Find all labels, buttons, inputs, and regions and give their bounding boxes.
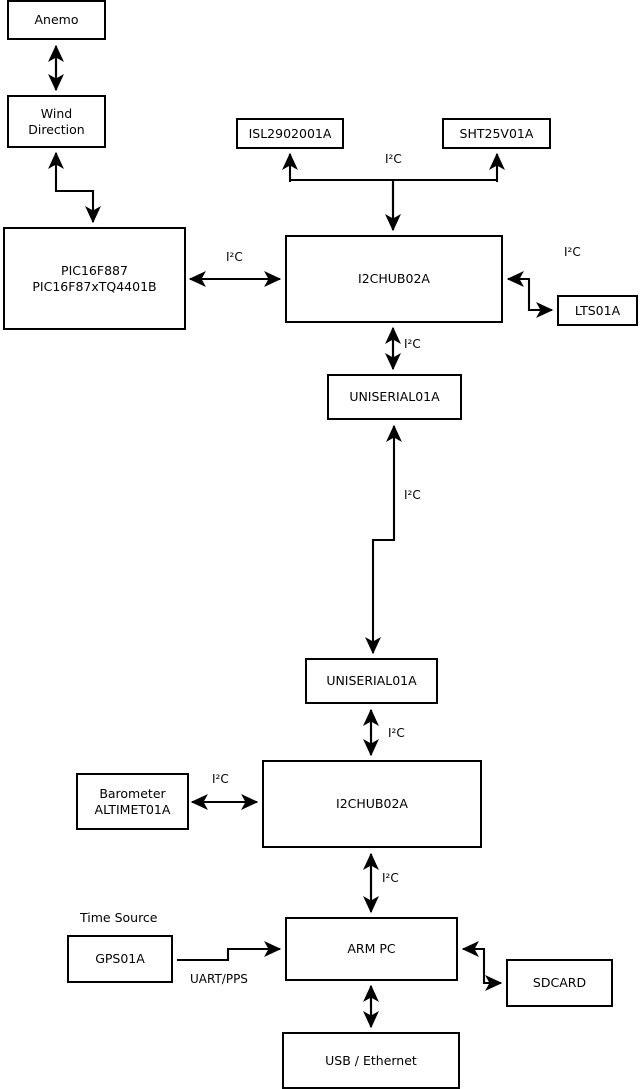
node-gps01a-label: GPS01A [95,951,145,966]
edge-label-i2c-hub2-armpc: I²C [382,871,399,885]
wire-gps-armpc [177,941,282,962]
node-gps01a[interactable]: GPS01A [67,935,173,983]
edge-label-i2c-sensors-hub: I²C [385,152,402,166]
node-barometer-label: Barometer ALTIMET01A [94,785,171,817]
node-usb-ethernet-label: USB / Ethernet [325,1052,417,1068]
wire-pic-wind-jog [56,189,101,224]
node-anemo-label: Anemo [34,12,79,27]
node-sht25v01a-label: SHT25V01A [459,125,534,141]
node-isl2902001a-label: ISL2902001A [248,125,332,141]
node-usb-ethernet[interactable]: USB / Ethernet [282,1032,460,1089]
node-i2chub02a-bottom[interactable]: I2CHUB02A [262,760,482,848]
edge-label-i2c-baro-hub2: I²C [212,772,229,786]
edge-label-i2c-pic-hub: I²C [226,250,243,264]
node-i2chub02a-top[interactable]: I2CHUB02A [285,235,503,323]
edge-label-uart-pps: UART/PPS [190,972,248,986]
node-uniserial01a-bottom[interactable]: UNISERIAL01A [305,658,438,704]
wire-uniserial-link-jog [365,538,395,655]
node-uniserial01a-top[interactable]: UNISERIAL01A [327,374,462,420]
node-wind-direction-label: Wind Direction [28,105,85,137]
node-pic-microcontroller[interactable]: PIC16F887 PIC16F87xTQ4401B [3,227,186,330]
node-lts01a-label: LTS01A [574,302,621,318]
node-sdcard-label: SDCARD [532,975,587,990]
node-anemo[interactable]: Anemo [7,0,106,40]
edge-label-i2c-hub-lts: I²C [564,245,581,259]
node-uniserial01a-bottom-label: UNISERIAL01A [326,673,417,688]
node-i2chub02a-top-label: I2CHUB02A [358,271,430,286]
node-lts01a[interactable]: LTS01A [557,295,638,326]
node-wind-direction[interactable]: Wind Direction [7,95,106,148]
node-uniserial01a-top-label: UNISERIAL01A [349,389,440,404]
node-arm-pc-label: ARM PC [347,941,396,956]
node-barometer[interactable]: Barometer ALTIMET01A [76,773,189,830]
wire-hub-lts [527,279,554,318]
node-sht25v01a[interactable]: SHT25V01A [442,118,551,149]
edge-label-i2c-hub-uniserial: I²C [404,337,421,351]
wire-armpc-sdcard [482,949,503,991]
edge-label-i2c-uniserial-link: I²C [404,488,421,502]
node-sdcard[interactable]: SDCARD [506,959,613,1007]
node-pic-microcontroller-label: PIC16F887 PIC16F87xTQ4401B [32,262,157,294]
node-i2chub02a-bottom-label: I2CHUB02A [336,796,408,811]
node-isl2902001a[interactable]: ISL2902001A [236,118,344,149]
edge-label-i2c-uniserial-hub2: I²C [388,726,405,740]
node-arm-pc[interactable]: ARM PC [285,917,458,981]
label-time-source: Time Source [80,910,158,925]
